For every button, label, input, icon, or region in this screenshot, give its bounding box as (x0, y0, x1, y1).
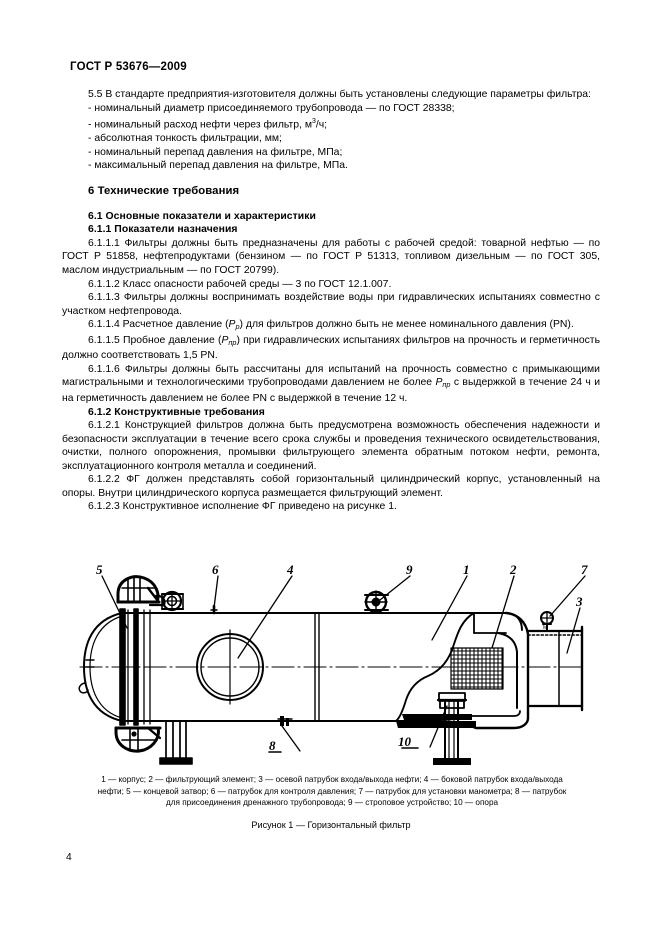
heading-section-6-1-2: 6.1.2 Конструктивные требования (88, 406, 265, 418)
paragraph-6-1-1-4-part-b: ) для фильтров должно быть не менее номи… (239, 319, 574, 331)
paragraph-6-1-1-4: 6.1.1.4 Расчетное давление (Pр) для филь… (62, 318, 600, 334)
callout-5: 5 (96, 562, 103, 577)
body-text: 5.5 В стандарте предприятия-изготовителя… (62, 88, 600, 514)
paragraph-6-1-1-6: 6.1.1.6 Фильтры должны быть рассчитаны д… (62, 363, 600, 406)
heading-section-6: 6 Технические требования (88, 185, 240, 198)
symbol-test-pressure-2: P (435, 377, 443, 389)
callout-6: 6 (212, 562, 219, 577)
page-content: ГОСТ Р 53676—2009 5.5 В стандарте предпр… (62, 0, 602, 936)
paragraph-6-1-1-5-part-b: ) при гидравлических испытаниях фильтров… (62, 334, 600, 362)
paragraph-6-1-1-2: 6.1.1.2 Класс опасности рабочей среды — … (88, 278, 392, 290)
paragraph-6-1-1-6-part-b: с выдержкой в течение 24 ч и на герметич… (62, 377, 600, 404)
callout-10: 10 (398, 734, 412, 749)
paragraph-6-1-1-5-part-a: 6.1.1.5 Пробное давление ( (88, 334, 222, 346)
symbol-test-pressure-subscript: пр (228, 337, 237, 347)
horizontal-filter-drawing: 5 6 4 9 1 2 7 3 8 10 М (78, 562, 588, 765)
paragraph-5-5: 5.5 В стандарте предприятия-изготовителя… (88, 89, 591, 100)
paragraph-6-1-1-4-part-a: 6.1.1.4 Расчетное давление ( (88, 319, 229, 331)
bullet-nominal-flow-prefix: - номинальный расход нефти через фильтр,… (88, 119, 312, 131)
symbol-design-pressure-subscript: р (235, 322, 240, 332)
figure-legend: 1 — корпус; 2 — фильтрующий элемент; 3 —… (78, 774, 586, 809)
paragraph-6-1-2-1: 6.1.2.1 Конструкцией фильтров должна быт… (62, 420, 600, 472)
bullet-filtration-fineness: - абсолютная тонкость фильтрации, мм; (88, 133, 282, 145)
callout-2: 2 (509, 562, 517, 577)
page-number: 4 (66, 852, 72, 863)
manometer-label: М (543, 625, 547, 631)
callout-9: 9 (406, 562, 413, 577)
bullet-nominal-diameter: - номинальный диаметр присоединяемого тр… (88, 102, 455, 114)
figure-caption: Рисунок 1 — Горизонтальный фильтр (251, 820, 411, 830)
heading-section-6-1: 6.1 Основные показатели и характеристики (88, 210, 316, 222)
bullet-nominal-pressure-drop: - номинальный перепад давления на фильтр… (88, 146, 343, 158)
callout-1: 1 (463, 562, 470, 577)
running-head: ГОСТ Р 53676—2009 (70, 61, 187, 73)
figure-1: 5 6 4 9 1 2 7 3 8 10 М (62, 548, 602, 772)
symbol-test-pressure-2-subscript: пр (442, 380, 451, 390)
callout-4: 4 (286, 562, 294, 577)
symbol-design-pressure: P (228, 319, 236, 331)
bullet-max-pressure-drop: - максимальный перепад давления на фильт… (88, 160, 348, 172)
paragraph-6-1-2-2: 6.1.2.2 ФГ должен представлять собой гор… (62, 474, 600, 499)
callout-8: 8 (269, 738, 276, 753)
figure-legend-line-3: для присоединения дренажного трубопровод… (165, 798, 499, 808)
callout-7: 7 (581, 562, 588, 577)
heading-section-6-1-1: 6.1.1 Показатели назначения (88, 224, 238, 236)
bullet-nominal-flow: - номинальный расход нефти через фильтр,… (62, 115, 600, 132)
callout-3: 3 (575, 594, 583, 609)
paragraph-6-1-2-3: 6.1.2.3 Конструктивное исполнение ФГ при… (88, 501, 397, 513)
paragraph-6-1-1-3: 6.1.1.3 Фильтры должны воспринимать возд… (62, 292, 600, 317)
bullet-nominal-flow-suffix: /ч; (315, 119, 328, 131)
figure-legend-line-2: нефти; 5 — концевой затвор; 6 — патрубок… (97, 786, 567, 796)
paragraph-6-1-1-5: 6.1.1.5 Пробное давление (Pпр) при гидра… (62, 334, 600, 363)
figure-legend-line-1: 1 — корпус; 2 — фильтрующий элемент; 3 —… (101, 775, 563, 784)
symbol-test-pressure: P (221, 334, 229, 346)
paragraph-6-1-1-6-part-a: 6.1.1.6 Фильтры должны быть рассчитаны д… (62, 363, 600, 389)
paragraph-6-1-1-1: 6.1.1.1 Фильтры должны быть предназначен… (62, 237, 600, 276)
bullet-nominal-flow-superscript: 3 (311, 118, 316, 126)
